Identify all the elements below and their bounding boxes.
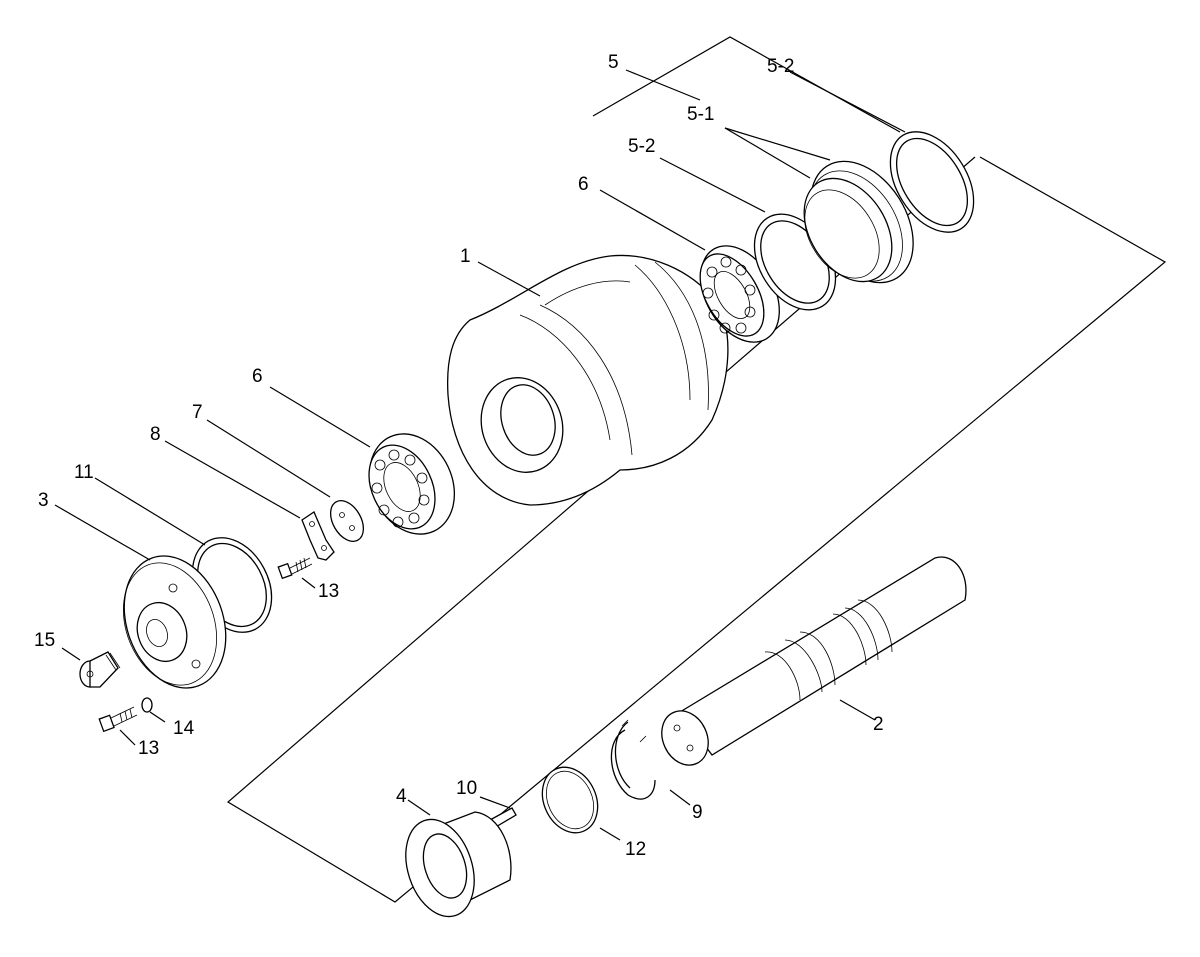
part-shaft: [661, 556, 967, 766]
label-part-5-2-lower: 5-2: [628, 136, 655, 157]
label-part-6-lower: 6: [252, 366, 263, 387]
assembly-outline: [226, 156, 1167, 903]
part-lock-plate: [301, 511, 335, 561]
label-part-4: 4: [396, 786, 407, 807]
part-collar: [405, 811, 512, 918]
label-part-9: 9: [692, 802, 703, 823]
part-bolt-lower: [98, 706, 138, 733]
part-bolt-upper: [277, 557, 313, 580]
part-washer: [141, 697, 153, 713]
label-part-13-lower: 13: [138, 738, 159, 759]
part-end-cap: [122, 555, 227, 689]
label-part-13-upper: 13: [318, 581, 339, 602]
label-part-8: 8: [150, 424, 161, 445]
label-part-15: 15: [34, 630, 55, 651]
part-roller-body: [446, 254, 729, 506]
part-seal-ring-outer: [889, 131, 975, 233]
part-thrust-plate: [329, 500, 365, 542]
label-part-10: 10: [456, 778, 477, 799]
label-part-5: 5: [608, 52, 619, 73]
part-plug: [79, 651, 121, 688]
label-part-14: 14: [173, 718, 195, 739]
label-part-5-1: 5-1: [687, 104, 714, 125]
seal-group-bracket: [592, 36, 901, 133]
leader-lines: [54, 69, 906, 841]
label-part-12: 12: [625, 839, 646, 860]
label-part-3: 3: [38, 490, 49, 511]
part-bearing-lower: [368, 433, 456, 535]
label-part-2: 2: [873, 714, 884, 735]
label-part-11: 11: [74, 462, 94, 483]
label-part-5-2-upper: 5-2: [767, 56, 794, 77]
label-part-1: 1: [460, 246, 471, 267]
part-floating-seal: [803, 160, 914, 284]
part-ring-12: [541, 766, 599, 834]
label-part-7: 7: [192, 402, 203, 423]
part-snap-ring: [610, 719, 656, 800]
label-part-6-upper: 6: [578, 174, 589, 195]
